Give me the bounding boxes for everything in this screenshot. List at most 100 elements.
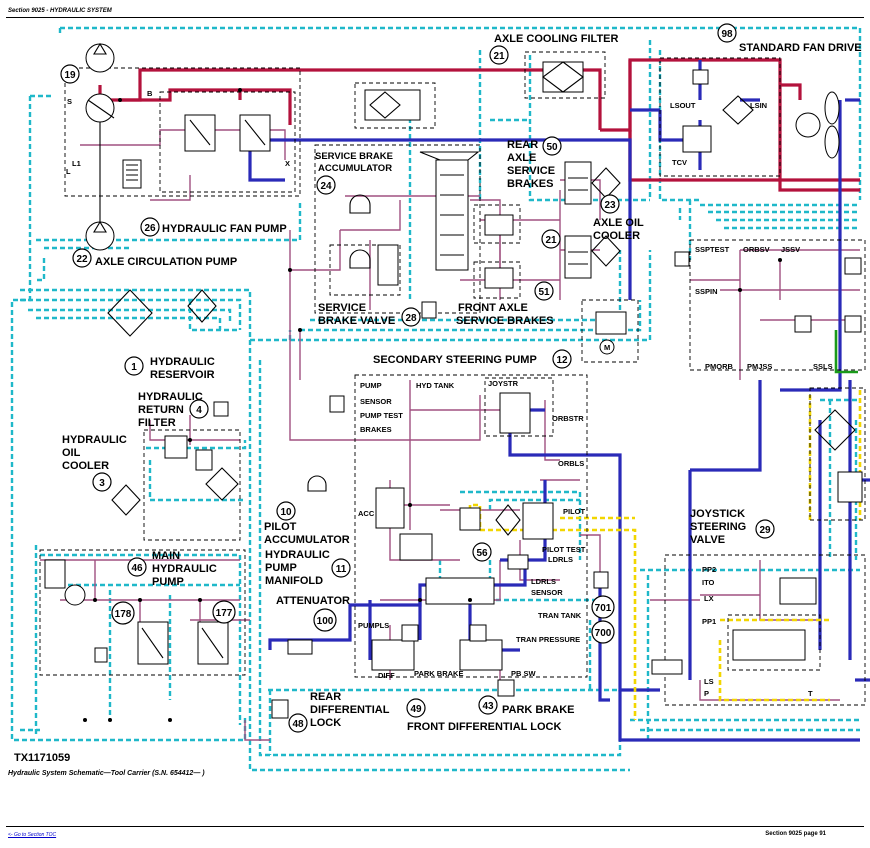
callout-10: 10: [280, 507, 292, 518]
callout-56: 56: [476, 548, 488, 559]
port-brakes: BRAKES: [360, 425, 392, 434]
callout-19: 19: [64, 70, 76, 81]
port-hyd-tank: HYD TANK: [416, 381, 455, 390]
page-number: Section 9025 page 91: [765, 831, 826, 837]
label-hyd-oil-cooler-3: COOLER: [62, 460, 109, 472]
port-orbstr: ORBSTR: [552, 414, 584, 423]
label-park-brake: PARK BRAKE: [502, 704, 575, 716]
label-hydraulic-reservoir-1: HYDRAULIC: [150, 356, 215, 368]
callout-3: 3: [99, 478, 105, 489]
label-hyd-pump-manifold-1: HYDRAULIC: [265, 549, 330, 561]
label-lock: LOCK: [310, 717, 341, 729]
callout-22: 22: [76, 254, 88, 265]
label-hyd-oil-cooler-2: OIL: [62, 447, 81, 459]
callout-177: 177: [216, 608, 233, 619]
label-main-pump: PUMP: [152, 576, 184, 588]
label-axle: AXLE: [507, 152, 536, 164]
callout-178: 178: [115, 609, 132, 620]
callout-701: 701: [595, 603, 612, 614]
port-orbls: ORBLS: [558, 459, 584, 468]
label-pilot-accumulator: ACCUMULATOR: [264, 534, 350, 546]
label-brake-valve: BRAKE VALVE: [318, 315, 395, 327]
port-ssls: SSLS: [813, 362, 833, 371]
port-joystr: JOYSTR: [488, 379, 519, 388]
callout-1: 1: [131, 362, 137, 373]
callout-26: 26: [144, 223, 156, 234]
callout-29: 29: [759, 525, 771, 536]
port-ldrls-sensor-1: LDRLS: [531, 577, 556, 586]
port-labels: PUMP SENSOR PUMP TEST BRAKES HYD TANK JO…: [66, 89, 833, 698]
port-lsout: LSOUT: [670, 101, 696, 110]
section-toc-link[interactable]: <- Go to Section TOC: [8, 832, 57, 838]
label-valve: VALVE: [690, 534, 725, 546]
port-tran-tank: TRAN TANK: [538, 611, 582, 620]
footer-rule: [6, 826, 864, 827]
label-main-hydraulic: HYDRAULIC: [152, 563, 217, 575]
port-s: S: [67, 97, 72, 106]
component-boundaries: [39, 51, 866, 706]
label-front-differential-lock: FRONT DIFFERENTIAL LOCK: [407, 721, 561, 733]
label-cooler: COOLER: [593, 230, 640, 242]
callout-24: 24: [320, 181, 332, 192]
port-t: T: [808, 689, 813, 698]
junction-dots: [83, 88, 782, 722]
label-brakes: BRAKES: [507, 178, 553, 190]
label-service: SERVICE: [507, 165, 555, 177]
label-hyd-return-1: HYDRAULIC: [138, 391, 203, 403]
port-pilot: PILOT: [563, 507, 586, 516]
callout-21-top: 21: [493, 51, 505, 62]
port-pump-test: PUMP TEST: [360, 411, 403, 420]
port-lsin: LSIN: [750, 101, 767, 110]
callout-4: 4: [196, 405, 202, 416]
port-pumpls: PUMPLS: [358, 621, 389, 630]
label-hyd-return-2: RETURN: [138, 404, 184, 416]
label-hyd-pump-manifold-3: MANIFOLD: [265, 575, 323, 587]
component-labels: AXLE COOLING FILTER STANDARD FAN DRIVE H…: [62, 33, 862, 733]
label-front-axle: FRONT AXLE: [458, 302, 528, 314]
label-accumulator: ACCUMULATOR: [318, 163, 392, 174]
label-hyd-oil-cooler-1: HYDRAULIC: [62, 434, 127, 446]
callout-700: 700: [595, 628, 612, 639]
port-p: P: [704, 689, 709, 698]
port-pb-sw: PB SW: [511, 669, 537, 678]
port-x: X: [285, 159, 290, 168]
label-joystick: JOYSTICK: [690, 508, 745, 520]
label-hydraulic-fan-pump: HYDRAULIC FAN PUMP: [162, 223, 287, 235]
port-orbsv: ORBSV: [743, 245, 770, 254]
label-service-brake: SERVICE BRAKE: [315, 151, 393, 162]
header-rule: [6, 17, 864, 18]
callout-23: 23: [604, 200, 616, 211]
label-pilot: PILOT: [264, 521, 297, 533]
callout-51: 51: [538, 287, 550, 298]
callout-48: 48: [292, 719, 304, 730]
label-hyd-pump-manifold-2: PUMP: [265, 562, 297, 574]
green-line: [834, 330, 858, 374]
port-pmorb: PMORB: [705, 362, 734, 371]
callout-21-mid: 21: [545, 235, 557, 246]
label-hyd-return-3: FILTER: [138, 417, 176, 429]
port-ldrls-sensor-2: SENSOR: [531, 588, 563, 597]
port-park-brake: PARK BRAKE: [414, 669, 463, 678]
callout-46: 46: [131, 563, 143, 574]
label-secondary-steering-pump: SECONDARY STEERING PUMP: [373, 354, 537, 366]
port-jssv: JSSV: [781, 245, 800, 254]
supply-lines: [248, 60, 870, 742]
port-pp1: PP1: [702, 617, 716, 626]
label-rear: REAR: [507, 139, 538, 151]
label-service-brakes: SERVICE BRAKES: [456, 315, 554, 327]
callout-12: 12: [556, 355, 568, 366]
callout-100: 100: [317, 616, 334, 627]
label-axle-circulation-pump: AXLE CIRCULATION PUMP: [95, 256, 237, 268]
port-diff: DIFF: [378, 671, 395, 680]
callout-11: 11: [336, 564, 347, 575]
port-ldrls: LDRLS: [548, 555, 573, 564]
port-l1: L1: [72, 159, 81, 168]
port-pmjss: PMJSS: [747, 362, 772, 371]
port-sspin: SSPIN: [695, 287, 718, 296]
callout-43: 43: [482, 701, 494, 712]
port-ls: LS: [704, 677, 714, 686]
label-hydraulic-reservoir-2: RESERVOIR: [150, 369, 215, 381]
port-pp2: PP2: [702, 565, 716, 574]
port-m: M: [604, 343, 610, 352]
